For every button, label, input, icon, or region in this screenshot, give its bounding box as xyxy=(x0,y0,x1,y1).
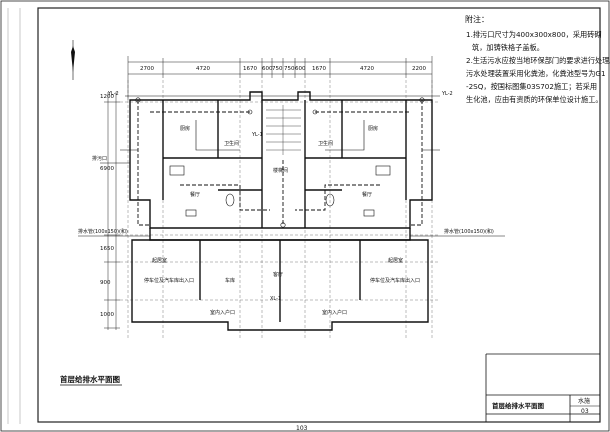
dimension-label: 1650 xyxy=(100,246,114,252)
dimension-label: 4720 xyxy=(360,66,374,72)
dimension-label: 1200 xyxy=(100,94,114,100)
dimension-label: 600 xyxy=(262,66,273,72)
notes-line: 2.生活污水应按当地环保部门的要求进行处理。 xyxy=(466,56,610,65)
notes-line: 1.排污口尺寸为400x300x800，采用砖砌 xyxy=(466,30,602,39)
title-block-discipline: 水施 xyxy=(578,397,590,405)
room-garage: 车库 xyxy=(225,277,235,284)
page-number: 103 xyxy=(296,425,308,432)
dimension-label: 1670 xyxy=(312,66,326,72)
pipe-label-left: 排水管(100x150)(和) xyxy=(78,228,128,235)
left-dimension-chain xyxy=(104,92,120,330)
car-text-right: 停车位及汽车库出入口 xyxy=(370,277,420,284)
top-dimension-chain xyxy=(127,56,433,100)
room-left-kitchen: 厨房 xyxy=(180,125,190,132)
dimension-label: 1000 xyxy=(100,312,114,318)
room-living: 客厅 xyxy=(273,271,283,278)
plumbing-fixtures xyxy=(135,97,425,228)
outlet-label: 排污口 xyxy=(92,155,107,162)
entrance-left: 室内入户口 xyxy=(210,309,235,316)
notes-block: 附注： 1.排污口尺寸为400x300x800，采用砖砌 筑，加铸铁格子盖板。 … xyxy=(465,14,610,104)
top-dimension-labels: 2700 4720 1670 600 750 750 600 1670 4720… xyxy=(140,66,426,72)
annotations: 排污口 排水管(100x150)(和) 排水管(100x150)(和) 室内入户… xyxy=(78,155,494,316)
dimension-label: 900 xyxy=(100,280,111,286)
left-dimension-labels: 1200 6900 1650 900 1000 xyxy=(100,94,114,318)
north-arrow-icon xyxy=(71,40,75,80)
notes-line: 筑，加铸铁格子盖板。 xyxy=(472,43,544,52)
entrance-right: 室内入户口 xyxy=(322,309,347,316)
title-block: 首层给排水平面图 水施 03 xyxy=(485,353,600,422)
dimension-label: 1670 xyxy=(243,66,257,72)
annotation-leaders xyxy=(78,162,505,237)
room-labels: 厨房 厨房 卫生间 卫生间 餐厅 餐厅 楼梯间 客厅 车库 起居室 起居室 xyxy=(152,125,403,284)
riser-yl1: YL-1 xyxy=(251,132,263,138)
riser-yl2-right: YL-2 xyxy=(441,91,453,97)
room-right-dining: 餐厅 xyxy=(362,191,372,198)
car-text-left: 停车位及汽车库出入口 xyxy=(144,277,194,284)
building-walls xyxy=(129,91,433,331)
notes-line: 生化池，应由有资质的环保单位设计施工。 xyxy=(466,95,603,104)
dimension-label: 4720 xyxy=(196,66,210,72)
room-left-dining: 餐厅 xyxy=(190,191,200,198)
pipe-label-right: 排水管(100x150)(和) xyxy=(444,228,494,235)
room-stair: 楼梯间 xyxy=(273,167,288,174)
dimension-label: 2700 xyxy=(140,66,154,72)
room-hall-right: 起居室 xyxy=(388,257,403,264)
notes-line: 污水处理装置采用化粪池，化粪池型号为G1 xyxy=(466,69,606,78)
dimension-label: 750 xyxy=(272,66,283,72)
dimension-label: 2200 xyxy=(412,66,426,72)
title-block-sheet-no: 03 xyxy=(581,408,589,415)
title-block-drawing-name: 首层给排水平面图 xyxy=(492,401,545,410)
room-left-toilet: 卫生间 xyxy=(224,140,239,147)
supply-pipes xyxy=(120,95,440,151)
dimension-label: 750 xyxy=(284,66,295,72)
riser-xl1: XL-1 xyxy=(270,296,281,302)
room-right-toilet: 卫生间 xyxy=(318,140,333,147)
notes-line: -2SQ，按国标图集03S702施工；若采用 xyxy=(466,82,597,91)
drain-pipes xyxy=(137,100,423,226)
notes-heading: 附注： xyxy=(465,14,489,24)
dimension-label: 600 xyxy=(295,66,306,72)
stair-hatching xyxy=(266,105,301,155)
riser-labels: YL-2 YL-2 YL-1 XL-1 xyxy=(107,91,453,302)
room-hall-left: 起居室 xyxy=(152,257,167,264)
room-right-kitchen: 厨房 xyxy=(368,125,378,132)
riser-yl2-left: YL-2 xyxy=(107,91,119,97)
drawing-border xyxy=(37,7,601,423)
dimension-label: 6900 xyxy=(100,166,114,172)
plan-title: 首层给排水平面图 xyxy=(60,374,120,384)
